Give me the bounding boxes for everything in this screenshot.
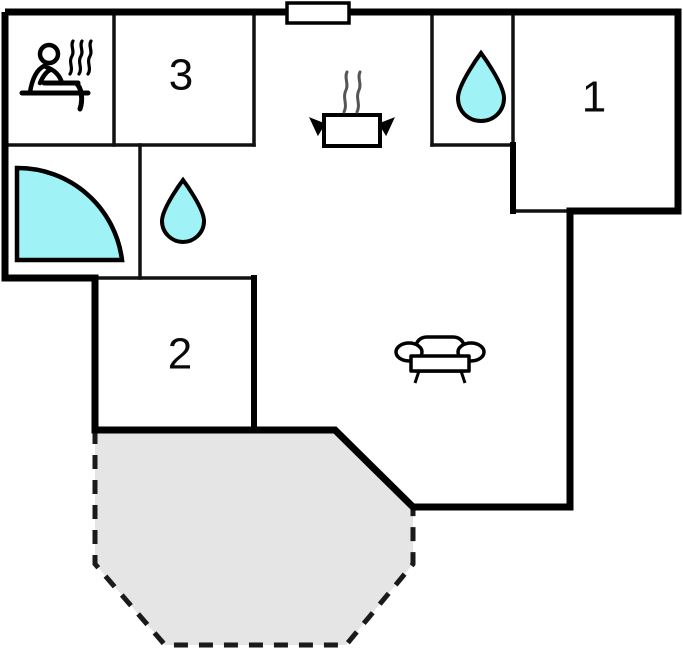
sauna-icon (19, 39, 93, 112)
sauna-body (27, 63, 47, 95)
sauna-leg-lower (73, 80, 85, 112)
steam-wave-1 (342, 70, 349, 114)
sofa-icon (394, 335, 486, 384)
pot-handle-left (309, 117, 326, 137)
sofa-seat (409, 354, 471, 373)
water-drop-icon-bathroom-top (455, 49, 507, 124)
terrace-group (92, 430, 416, 648)
sofa-leg-left (413, 370, 421, 384)
sauna-heat-wave-2 (77, 39, 84, 76)
steam-wave-2 (355, 70, 362, 114)
room-number-1: 1 (582, 73, 606, 122)
corner-shower-icon (14, 165, 125, 263)
pot-body (322, 113, 382, 148)
sauna-head (37, 42, 61, 66)
sauna-hip (37, 67, 53, 86)
water-drop-icon-bathroom-left (159, 176, 207, 245)
sauna-heat-wave-1 (68, 39, 75, 76)
pot-handle-right (378, 117, 395, 137)
structural-walls (251, 142, 516, 433)
room-number-3: 3 (169, 51, 193, 100)
terrace-dashed-outline (92, 430, 416, 648)
sauna-heat-wave-3 (86, 39, 93, 76)
room-number-2: 2 (168, 330, 192, 379)
window-frame (285, 1, 351, 25)
terrace-area (95, 430, 413, 645)
sofa-leg-right (459, 370, 467, 384)
stove-pot-icon (309, 70, 395, 148)
building-outline (1, 8, 682, 511)
window-top (285, 1, 351, 25)
